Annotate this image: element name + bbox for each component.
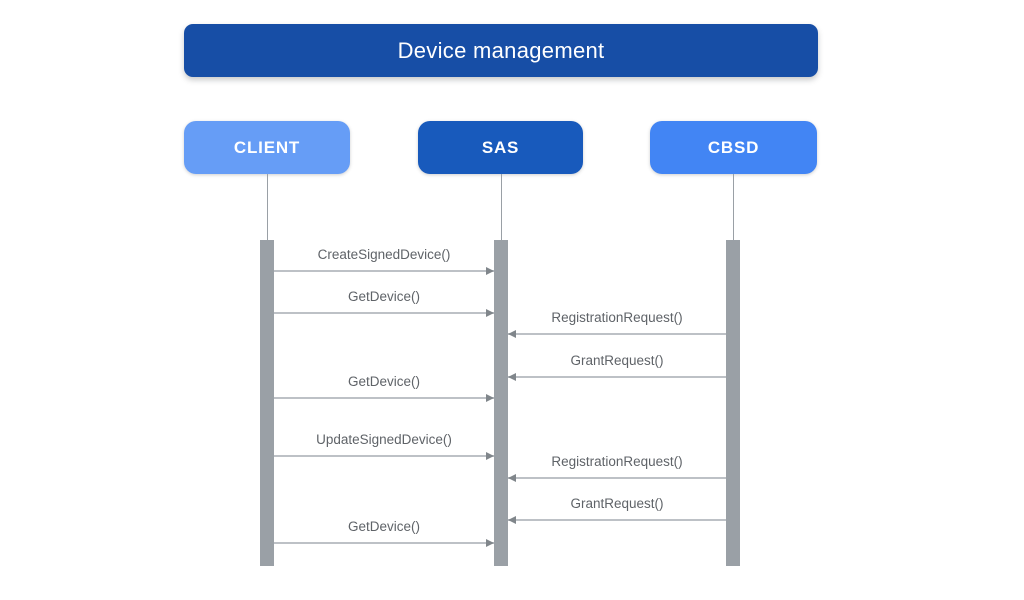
message-line	[508, 477, 726, 479]
activation-bar-sas	[494, 240, 508, 566]
message-label: RegistrationRequest()	[551, 454, 683, 469]
message-label: GetDevice()	[347, 519, 420, 534]
message-line	[508, 376, 726, 378]
lifeline-client	[267, 174, 268, 240]
actor-label-sas: SAS	[481, 137, 520, 157]
message-label: CreateSignedDevice()	[317, 247, 451, 262]
message-label: RegistrationRequest()	[551, 310, 683, 325]
message-line	[508, 333, 726, 335]
diagram-title: Device management	[397, 37, 605, 63]
message-arrowhead-right	[486, 451, 494, 460]
actor-box-client: CLIENT	[184, 121, 350, 174]
message-arrowhead-left	[508, 372, 516, 381]
message-arrowhead-right	[486, 308, 494, 317]
message-label: UpdateSignedDevice()	[316, 432, 452, 447]
message-line	[274, 312, 494, 314]
message-arrowhead-right	[486, 538, 494, 547]
message-arrowhead-right	[486, 266, 494, 275]
message-line	[274, 455, 494, 457]
actor-label-cbsd: CBSD	[707, 137, 760, 157]
message-label: GrantRequest()	[570, 353, 664, 368]
message-line	[274, 397, 494, 399]
diagram-title-banner: Device management	[184, 24, 818, 77]
activation-bar-cbsd	[726, 240, 740, 566]
actor-box-cbsd: CBSD	[650, 121, 817, 174]
actor-box-sas: SAS	[418, 121, 583, 174]
message-line	[274, 270, 494, 272]
lifeline-sas	[501, 174, 502, 240]
message-arrowhead-left	[508, 329, 516, 338]
message-label: GetDevice()	[347, 289, 420, 304]
message-label: GetDevice()	[347, 374, 420, 389]
message-arrowhead-right	[486, 393, 494, 402]
message-line	[274, 542, 494, 544]
message-label: GrantRequest()	[570, 496, 664, 511]
message-line	[508, 519, 726, 521]
activation-bar-client	[260, 240, 274, 566]
actor-label-client: CLIENT	[233, 137, 301, 157]
message-arrowhead-left	[508, 473, 516, 482]
lifeline-cbsd	[733, 174, 734, 240]
message-arrowhead-left	[508, 515, 516, 524]
